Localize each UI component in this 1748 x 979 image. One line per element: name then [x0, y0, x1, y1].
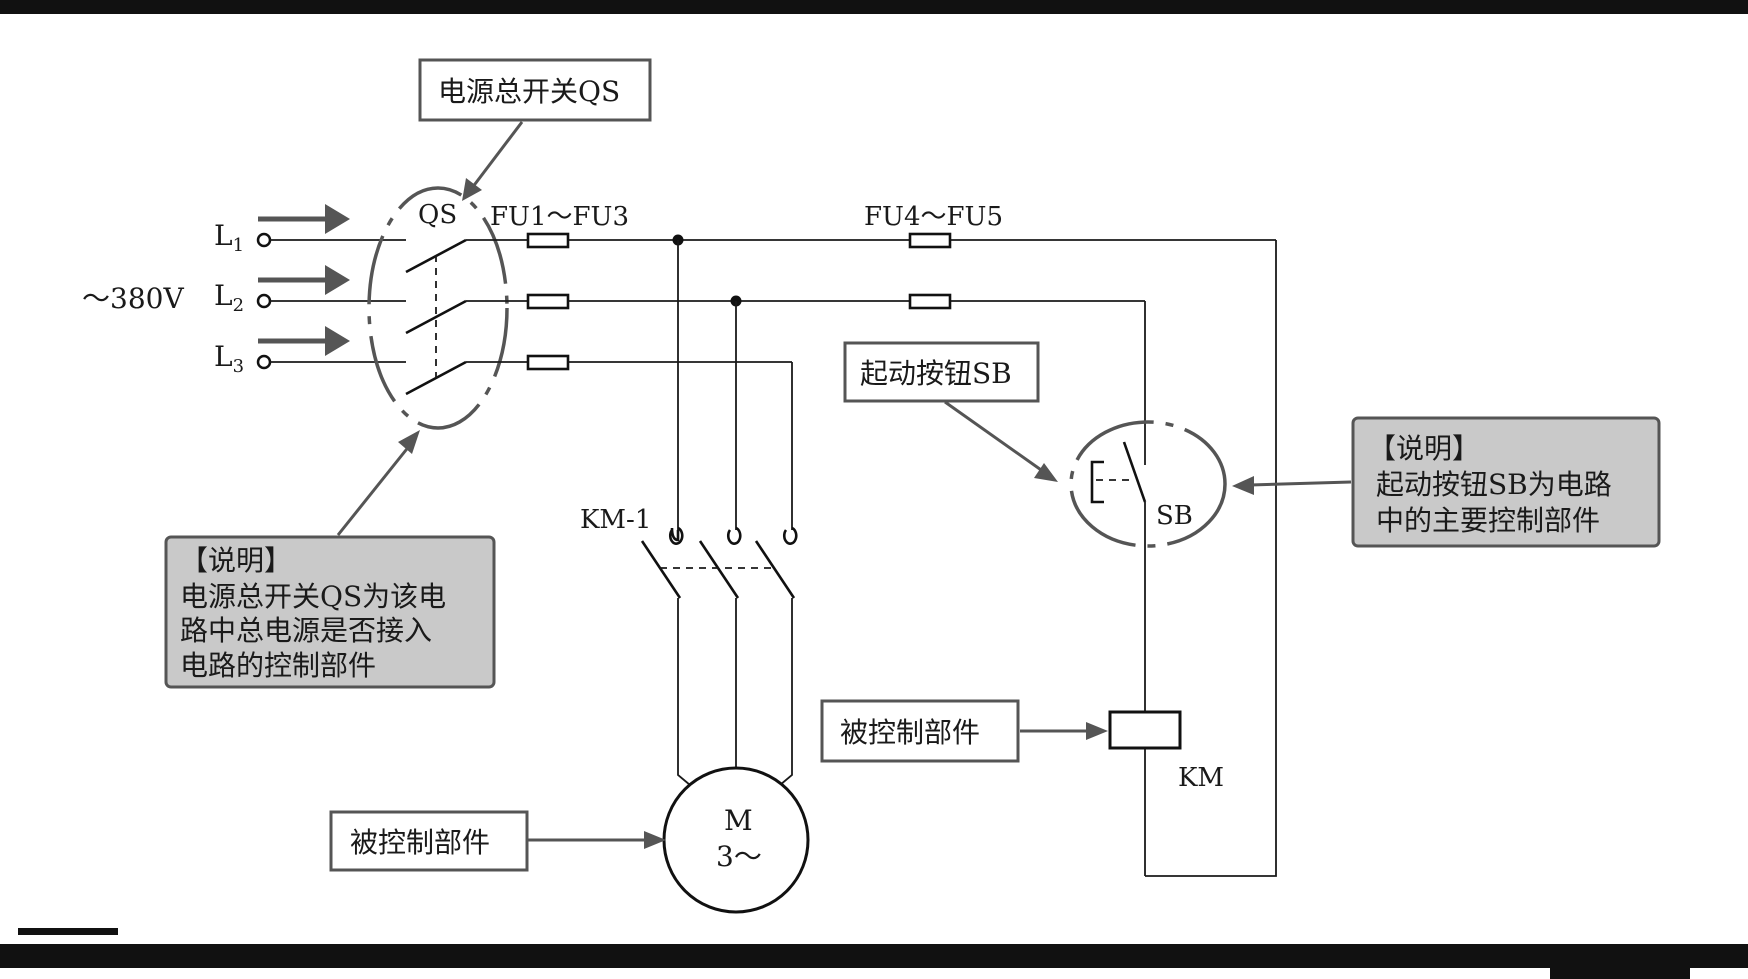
fuse-fu1	[526, 232, 570, 249]
sb-label: SB	[1156, 501, 1193, 531]
note-qs-title: 【说明】	[180, 544, 292, 577]
bottom-right-tab	[1550, 968, 1690, 979]
svg-text:L1: L1	[214, 219, 244, 256]
main-switch-qs-symbol	[405, 238, 467, 396]
callout-start-button-text: 起动按钮SB	[860, 357, 1012, 390]
contactor-km1-label: KM-1	[580, 505, 651, 535]
fuse-fu3	[526, 354, 570, 371]
supply-line-l1: L1	[214, 219, 244, 256]
motor-label-m: M	[724, 804, 753, 837]
bottom-left-tab	[18, 928, 118, 935]
note-sb-title: 【说明】	[1368, 432, 1480, 465]
callout-controlled-coil-text: 被控制部件	[840, 716, 980, 749]
callout-controlled-coil-arrow	[1020, 722, 1108, 740]
callout-controlled-motor-box	[329, 810, 529, 872]
start-button-sb-symbol	[1090, 441, 1147, 504]
fuse-fu2	[526, 293, 570, 310]
terminal-l1	[256, 232, 272, 248]
line-letter: L	[214, 219, 233, 252]
note-qs-box	[164, 535, 496, 689]
callout-main-switch-text: 电源总开关QS	[438, 75, 620, 108]
note-sb-line: 起动按钮SB为电路	[1376, 468, 1612, 501]
callout-main-switch-box	[418, 58, 652, 122]
coil-km-label: KM	[1178, 763, 1224, 793]
terminal-l3	[256, 354, 272, 370]
input-arrow-l2	[258, 265, 350, 295]
motor-label-phase: 3～	[716, 840, 762, 873]
svg-text:L2: L2	[214, 279, 244, 316]
line-sub: 1	[233, 235, 244, 256]
note-sb-arrow	[1232, 476, 1352, 495]
bottom-border-bar	[0, 944, 1748, 968]
line-sub: 3	[233, 356, 244, 377]
top-border-bar	[0, 0, 1748, 14]
line-sub: 2	[233, 295, 244, 316]
supply-voltage-label: ～380V	[82, 282, 184, 315]
fuse-ctrl-label: FU4～FU5	[864, 202, 1003, 232]
contactor-km1-main-contacts	[640, 526, 798, 599]
input-arrow-l1	[258, 204, 350, 234]
note-qs-line: 电路的控制部件	[180, 649, 376, 682]
callout-controlled-motor-arrow	[528, 831, 666, 849]
fuse-fu4	[908, 232, 952, 249]
line-letter: L	[214, 340, 233, 373]
note-qs-arrow	[336, 430, 420, 536]
qs-highlight-ellipse	[367, 186, 509, 430]
callout-controlled-coil-box	[820, 699, 1020, 763]
qs-label: QS	[418, 200, 457, 230]
svg-text:L3: L3	[214, 340, 244, 377]
supply-line-l2: L2	[214, 279, 244, 316]
line-letter: L	[214, 279, 233, 312]
note-sb-line: 中的主要控制部件	[1376, 504, 1600, 537]
note-qs-line: 路中总电源是否接入	[180, 614, 432, 647]
control-wire-right	[1145, 240, 1277, 877]
supply-line-l3: L3	[214, 340, 244, 377]
motor-feed-l3	[779, 598, 793, 786]
input-arrow-l3	[258, 326, 350, 356]
note-qs-line: 电源总开关QS为该电	[180, 580, 446, 613]
fuse-fu5	[908, 293, 952, 310]
coil-km	[1108, 710, 1182, 750]
terminal-l2	[256, 293, 272, 309]
callout-start-button-arrow	[944, 400, 1058, 482]
fuse-main-label: FU1～FU3	[490, 202, 629, 232]
motor-feed-l1	[677, 598, 691, 786]
sb-highlight-ellipse	[1069, 420, 1227, 548]
callout-start-button-box	[843, 341, 1040, 403]
note-sb-box	[1351, 416, 1661, 548]
callout-controlled-motor-text: 被控制部件	[350, 826, 490, 859]
callout-main-switch-arrow	[462, 121, 524, 201]
